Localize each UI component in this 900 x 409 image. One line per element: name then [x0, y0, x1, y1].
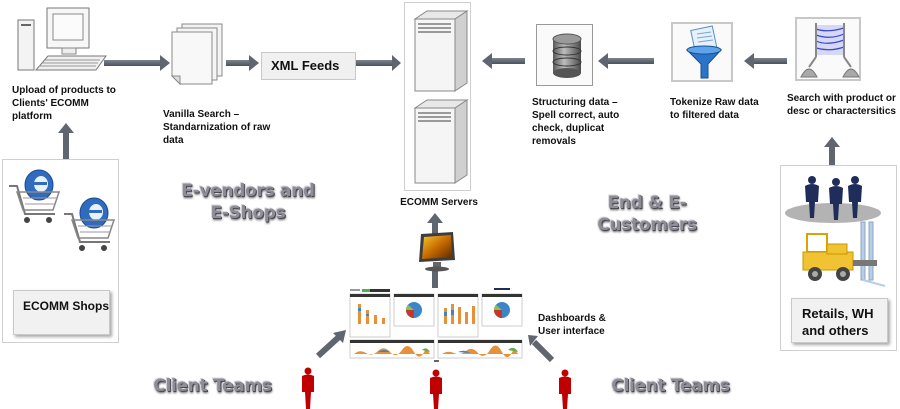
funnel-filter-icon	[685, 25, 723, 79]
arrow-dashboard-to-servers	[427, 213, 443, 290]
arrow-tokenize-to-structuring	[598, 53, 654, 69]
retails-panel: Retails, WH and others	[780, 165, 897, 351]
ecomm-shops-panel: ECOMM Shops	[2, 159, 119, 343]
xml-feeds-box: XML Feeds	[261, 52, 356, 80]
arrow-search-to-tokenize	[744, 53, 787, 69]
client-teams-left-label: Client Teams	[153, 376, 272, 396]
retails-label: Retails, WH and others	[791, 298, 888, 343]
arrow-vanilla-to-xml	[226, 55, 259, 71]
tokenize-node	[671, 22, 733, 82]
arrow-xml-to-servers	[355, 55, 401, 71]
arrow-retails-to-search	[824, 137, 840, 166]
upload-label: Upload of products to Clients' ECOMM pla…	[12, 85, 116, 122]
vanilla-label: Vanilla Search – Standarnization of raw …	[163, 109, 271, 146]
tokenize-label: Tokenize Raw data to filtered data	[670, 97, 759, 121]
ecomm-shops-label: ECOMM Shops	[13, 290, 110, 335]
desktop-computer-icon	[17, 7, 107, 71]
dashboard-screens	[348, 288, 524, 360]
client-teams-right-label: Client Teams	[611, 376, 730, 396]
search-net-icon	[800, 23, 860, 78]
arrow-shops-to-upload	[58, 123, 74, 159]
group-customers-label: End & E-Customers	[597, 193, 697, 235]
dashboard-connector	[434, 360, 439, 362]
arrow-upload-to-vanilla	[104, 55, 170, 71]
forklift-icon	[785, 176, 886, 287]
dashboards-label: Dashboards & User interface	[538, 313, 606, 337]
monitor-icon	[419, 232, 455, 272]
servers-node	[404, 2, 471, 191]
people-group-icon	[805, 176, 862, 220]
search-label: Search with product or desc or character…	[787, 93, 896, 117]
arrow-structuring-to-servers	[482, 53, 525, 69]
group-vendors-label: E-vendors and E-Shops	[181, 181, 315, 223]
shopping-cart-icon	[9, 169, 116, 251]
database-icon	[552, 33, 582, 78]
arrow-left-team-to-dashboard	[315, 330, 346, 359]
documents-icon	[170, 23, 223, 86]
servers-label: ECOMM Servers	[400, 197, 478, 208]
monitor-node	[415, 232, 457, 272]
server-tower-icon	[413, 10, 469, 184]
vanilla-node	[170, 23, 228, 86]
search-node	[795, 17, 861, 81]
upload-node	[14, 6, 107, 86]
dashboard-icon	[349, 288, 523, 359]
structuring-node	[536, 24, 593, 86]
arrow-right-team-to-dashboard	[528, 335, 555, 363]
structuring-label: Structuring data – Spell correct, auto c…	[532, 97, 620, 147]
